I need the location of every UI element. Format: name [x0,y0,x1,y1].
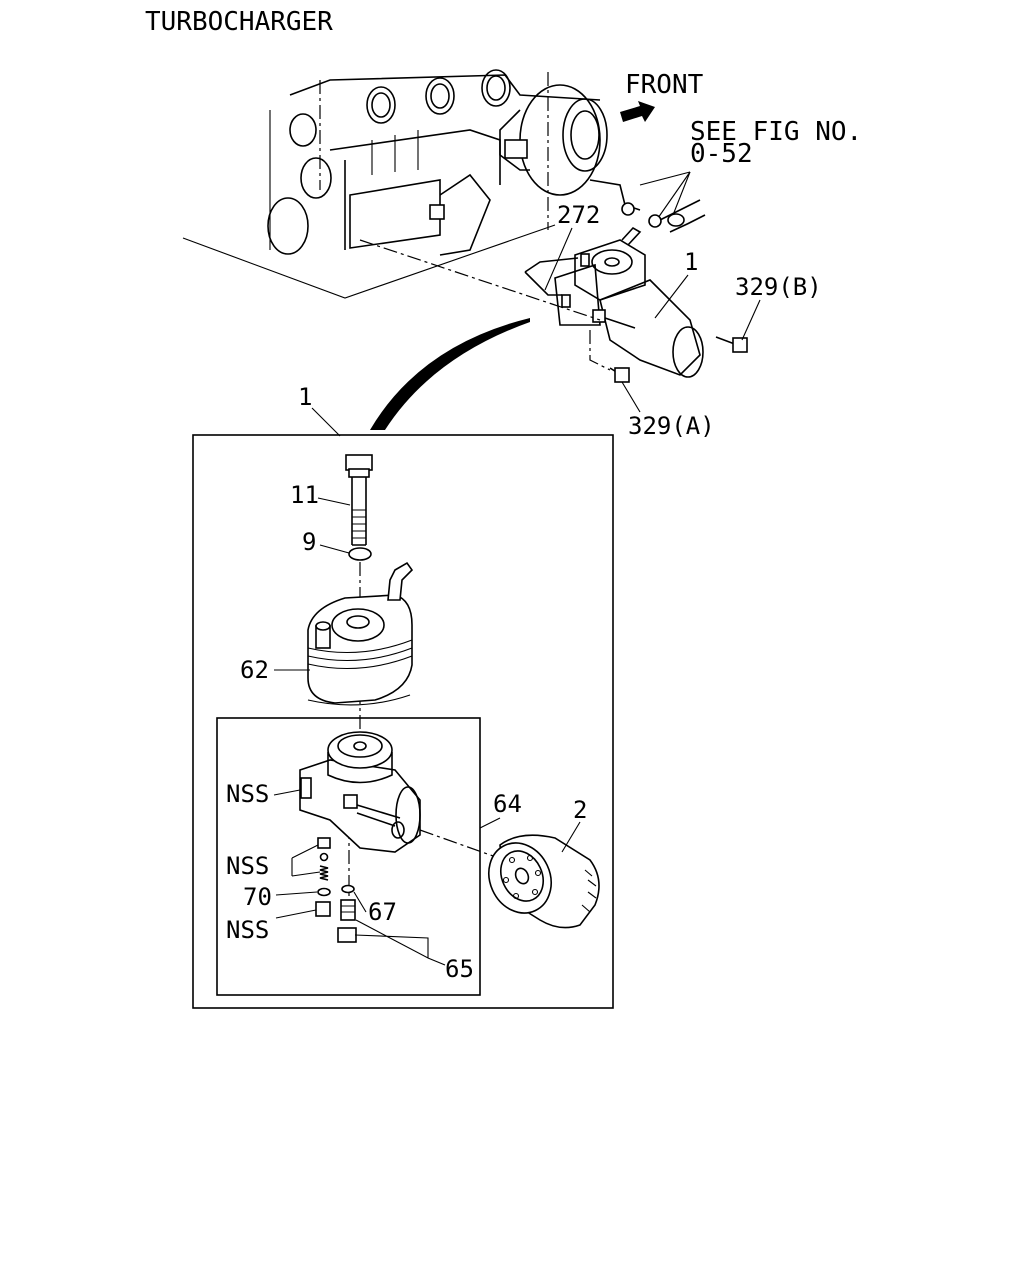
relief-valve-parts [315,837,331,917]
alignment-line-block [359,239,601,321]
callout-9: 9 [302,528,316,556]
callout-329b: 329(B) [735,273,822,301]
leader-1-box [311,407,341,437]
o-ring-9 [348,547,372,561]
leader-nss-1 [273,789,301,796]
callout-329a: 329(A) [628,412,715,440]
callout-62: 62 [240,656,269,684]
leader-70 [275,891,318,896]
diagram-title: TURBOCHARGER [145,7,333,37]
callout-70: 70 [243,883,272,911]
leader-329b [741,299,761,341]
union-fitting-65 [337,884,357,943]
callout-1-top: 1 [684,248,698,276]
leader-67 [353,891,367,913]
oil-cooler-62 [307,561,414,706]
callout-67: 67 [368,898,397,926]
callout-1-box: 1 [298,383,312,411]
inner-box-64 [216,717,481,996]
leader-1-top [654,274,689,319]
callout-nss-2: NSS [226,852,269,880]
leader-329a [621,381,641,413]
engine-block-illustration [182,69,706,299]
detail-box [192,434,614,1009]
leader-nss-3 [275,909,317,919]
see-fig-line2: 0-52 [690,139,753,169]
detail-callout-arrow [370,318,530,430]
callout-nss-1: NSS [226,780,269,808]
front-label: FRONT [625,70,704,100]
leader-272 [544,227,573,291]
callout-nss-3: NSS [226,916,269,944]
front-arrow-icon [620,101,655,122]
leader-64 [479,817,501,829]
leader-9 [319,544,350,554]
callout-2: 2 [573,796,587,824]
see-fig-leaders [621,171,691,228]
leader-11 [317,497,351,506]
oil-filter-2 [488,834,600,929]
see-fig-line1: SEE FIG NO. [690,117,862,147]
bolt-11 [345,454,373,546]
filter-head-nss [299,731,421,853]
callout-64: 64 [493,790,522,818]
callout-272: 272 [557,201,600,229]
callout-65: 65 [445,955,474,983]
leader-65 [354,919,446,966]
callout-11: 11 [290,481,319,509]
oil-cooler-assembly-installed [524,226,748,383]
leader-nss-2 [291,844,321,877]
leader-2 [561,821,581,853]
